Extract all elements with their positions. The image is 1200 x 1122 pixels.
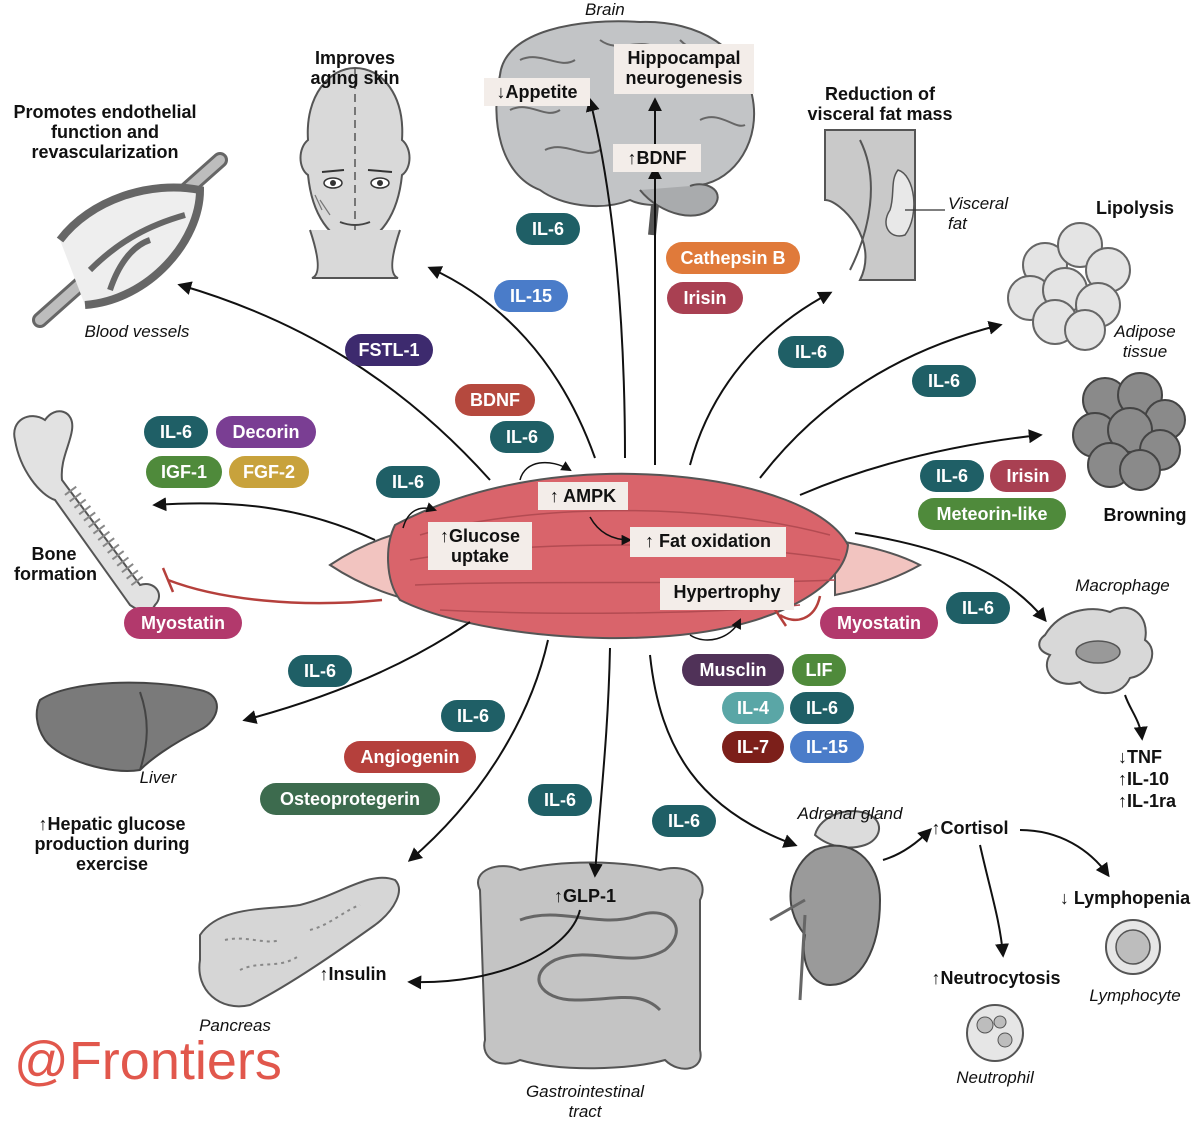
fat-oxidation-label: ↑ Fat oxidation: [630, 527, 786, 557]
pill-il6-visceral: IL-6: [778, 336, 844, 368]
pill-fstl1: FSTL-1: [345, 334, 433, 366]
pill-il6-ampk: IL-6: [490, 421, 554, 453]
pill-irisin-browning: Irisin: [990, 460, 1066, 492]
pill-il6-gi: IL-6: [528, 784, 592, 816]
pill-fgf2: FGF-2: [229, 456, 309, 488]
visceral-fat-caption: Visceral fat: [948, 194, 1009, 233]
hippocampal-label: Hippocampal neurogenesis: [614, 44, 754, 94]
lymphocyte-illustration: [1105, 919, 1161, 975]
pill-il15-hypertrophy: IL-15: [790, 731, 864, 763]
pill-il6-lipolysis: IL-6: [912, 365, 976, 397]
insulin-label: ↑Insulin: [319, 964, 387, 984]
lipolysis-label: Lipolysis: [1095, 198, 1175, 218]
adipose-tissue-light-illustration: [1007, 222, 1131, 351]
pill-igf1: IGF-1: [146, 456, 222, 488]
lymphocyte-caption: Lymphocyte: [1089, 986, 1181, 1005]
pill-il6-browning: IL-6: [920, 460, 984, 492]
pill-myostatin-bone: Myostatin: [124, 607, 242, 639]
pill-cathepsin-b: Cathepsin B: [666, 242, 800, 274]
kidney-illustration: [769, 810, 882, 1001]
pill-il15-skin: IL-15: [494, 280, 568, 312]
intestine-illustration: [477, 861, 704, 1070]
macrophage-illustration: [1038, 606, 1154, 695]
pill-il6-liver: IL-6: [288, 655, 352, 687]
neutrocytosis-label: ↑Neutrocytosis: [931, 968, 1061, 988]
macrophage-caption: Macrophage: [1075, 576, 1170, 595]
pill-il6-adrenal: IL-6: [652, 805, 716, 837]
glucose-uptake-label: ↑Glucose uptake: [428, 522, 532, 570]
pill-lif: LIF: [792, 654, 846, 686]
pill-irisin-brain: Irisin: [667, 282, 743, 314]
face-illustration: [299, 66, 411, 279]
pill-angiogenin: Angiogenin: [344, 741, 476, 773]
pill-il4: IL-4: [722, 692, 784, 724]
aging-skin-label: Improves aging skin: [310, 48, 400, 88]
ampk-label: ↑ AMPK: [538, 482, 628, 510]
bone-formation-label: Bone formation: [14, 544, 97, 584]
frontiers-watermark: @Frontiers: [14, 1031, 282, 1091]
pill-myostatin-hypertrophy: Myostatin: [820, 607, 938, 639]
glp1-label: ↑GLP-1: [553, 886, 616, 906]
pill-il6-brain: IL-6: [516, 213, 580, 245]
adipose-caption: Adipose tissue: [1114, 322, 1176, 361]
blood-vessels-illustration: [32, 152, 228, 328]
pill-il6-macrophage: IL-6: [946, 592, 1010, 624]
bdnf-up-label: ↑BDNF: [613, 144, 701, 172]
appetite-label: ↓Appetite: [484, 78, 590, 106]
pill-il6-glucose: IL-6: [376, 466, 440, 498]
adipose-tissue-dark-illustration: [1072, 372, 1186, 491]
pill-decorin: Decorin: [216, 416, 316, 448]
lymphopenia-label: ↓ Lymphopenia: [1059, 888, 1191, 908]
arrows: [152, 97, 1148, 990]
pill-musclin: Musclin: [682, 654, 784, 686]
pill-il6-hypertrophy: IL-6: [790, 692, 854, 724]
endothelial-label: Promotes endothelial function and revasc…: [13, 102, 197, 162]
neutrophil-caption: Neutrophil: [956, 1068, 1034, 1087]
pill-il6-bone: IL-6: [144, 416, 208, 448]
cytokine-levels-label: ↓TNF ↑IL-10 ↑IL-1ra: [1118, 747, 1177, 811]
brain-caption: Brain: [585, 0, 625, 19]
blood-vessels-caption: Blood vessels: [84, 322, 190, 341]
pill-osteoprotegerin: Osteoprotegerin: [260, 783, 440, 815]
cortisol-label: ↑Cortisol: [931, 818, 1009, 838]
hepatic-glucose-label: ↑Hepatic glucose production during exerc…: [34, 814, 190, 874]
hypertrophy-label: Hypertrophy: [660, 578, 794, 610]
pancreas-caption: Pancreas: [199, 1016, 271, 1035]
neutrophil-illustration: [966, 1004, 1024, 1062]
liver-caption: Liver: [139, 768, 177, 787]
browning-label: Browning: [1103, 505, 1187, 525]
pill-bdnf: BDNF: [455, 384, 535, 416]
pill-il7: IL-7: [722, 731, 784, 763]
pill-meteorin-like: Meteorin-like: [918, 498, 1066, 530]
gi-tract-caption: Gastrointestinal tract: [525, 1082, 645, 1121]
bone-illustration: [13, 410, 160, 613]
pill-il6-pancreas: IL-6: [441, 700, 505, 732]
liver-illustration: [35, 681, 218, 772]
adrenal-caption: Adrenal gland: [797, 804, 903, 823]
visceral-fat-title: Reduction of visceral fat mass: [807, 84, 953, 124]
pancreas-illustration: [198, 876, 400, 1008]
torso-illustration: [824, 129, 945, 281]
